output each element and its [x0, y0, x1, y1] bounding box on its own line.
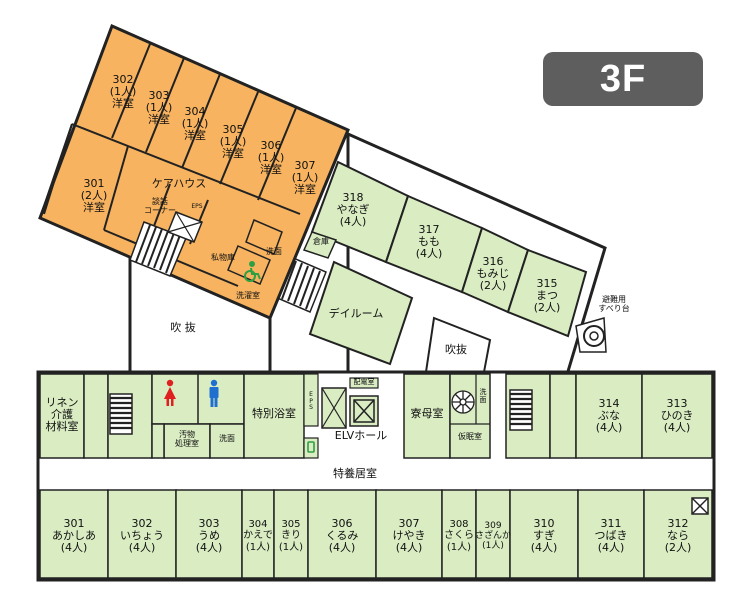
care-house-block	[38, 23, 350, 320]
storage-room	[302, 231, 338, 259]
spiral-stair-icon	[451, 390, 475, 414]
upper-wing-rooms	[267, 160, 588, 373]
slide-icon	[575, 317, 607, 353]
floor-label: 3F	[543, 52, 703, 106]
main-wing	[36, 370, 716, 582]
room-315	[506, 248, 588, 338]
male-toilet-icon	[209, 379, 219, 407]
accessible-icon	[244, 261, 261, 282]
female-toilet-icon	[164, 379, 176, 406]
dayroom	[308, 260, 414, 366]
phone-icon	[307, 441, 315, 453]
